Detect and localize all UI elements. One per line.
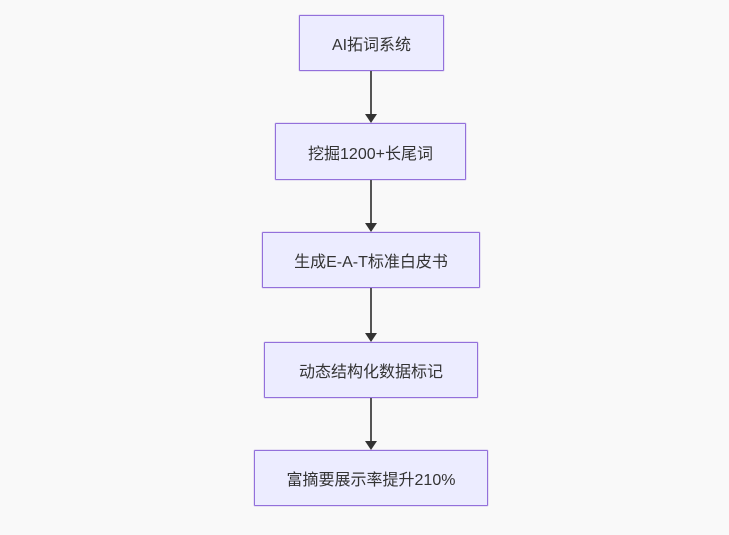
- flow-arrow-1: [365, 71, 377, 123]
- flow-arrow-2: [365, 180, 377, 232]
- node-label: AI拓词系统: [331, 37, 412, 54]
- arrow-head-icon: [365, 441, 377, 450]
- flowchart-node-rich-snippet-result: 富摘要展示率提升210%: [254, 450, 488, 506]
- arrow-head-icon: [365, 223, 377, 232]
- arrow-head-icon: [365, 114, 377, 123]
- flowchart-node-longtail-mining: 挖掘1200+长尾词: [275, 123, 466, 180]
- node-label: 动态结构化数据标记: [298, 364, 443, 381]
- flowchart-node-eat-whitepaper: 生成E-A-T标准白皮书: [262, 232, 480, 288]
- flow-arrow-3: [365, 288, 377, 342]
- arrow-line: [370, 398, 372, 441]
- node-label: 挖掘1200+长尾词: [308, 145, 433, 163]
- arrow-head-icon: [365, 333, 377, 342]
- flow-arrow-4: [365, 398, 377, 450]
- flowchart-node-structured-data: 动态结构化数据标记: [264, 342, 478, 398]
- arrow-line: [370, 71, 372, 114]
- arrow-line: [370, 288, 372, 333]
- node-label: 生成E-A-T标准白皮书: [294, 254, 448, 271]
- flowchart-node-ai-keyword-system: AI拓词系统: [299, 15, 444, 71]
- arrow-line: [370, 180, 372, 223]
- node-label: 富摘要展示率提升210%: [286, 472, 456, 489]
